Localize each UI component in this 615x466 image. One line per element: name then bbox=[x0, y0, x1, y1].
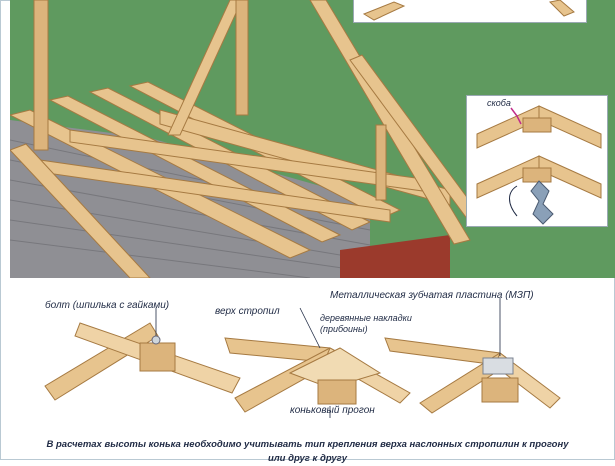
label-wood-plates: деревянные накладки bbox=[320, 313, 412, 323]
joint-wood-plates bbox=[224, 337, 411, 418]
rafter-joint-sketch-top bbox=[362, 0, 575, 21]
red-brick-wall bbox=[340, 235, 450, 278]
roof-framing-illustration bbox=[10, 0, 615, 278]
ridge-joint-illustrations bbox=[44, 298, 561, 418]
caption-line-2: или друг к другу bbox=[267, 453, 348, 464]
label-bracket: скоба bbox=[487, 98, 511, 108]
pointer-rafter-top bbox=[299, 307, 321, 349]
posts bbox=[33, 0, 387, 201]
label-ridge-purlin: коньковый прогон bbox=[290, 405, 375, 416]
label-wood-plates-paren: (прибоины) bbox=[320, 324, 368, 334]
inset-detail-top bbox=[353, 0, 587, 23]
rafters bbox=[10, 0, 481, 278]
bracket-joint-sketch bbox=[476, 105, 602, 225]
joint-bolt bbox=[44, 308, 241, 401]
joint-metal-plate bbox=[384, 298, 561, 414]
inset-detail-bracket: скоба bbox=[466, 95, 608, 227]
caption-line-1: В расчетах высоты конька необходимо учит… bbox=[46, 439, 569, 450]
label-rafter-top: верх стропил bbox=[215, 306, 280, 317]
label-metal-plate: Металлическая зубчатая пластина (МЗП) bbox=[330, 290, 534, 301]
label-bolt: болт (шпилька с гайками) bbox=[45, 300, 170, 311]
caption: В расчетах высоты конька необходимо учит… bbox=[0, 438, 615, 466]
